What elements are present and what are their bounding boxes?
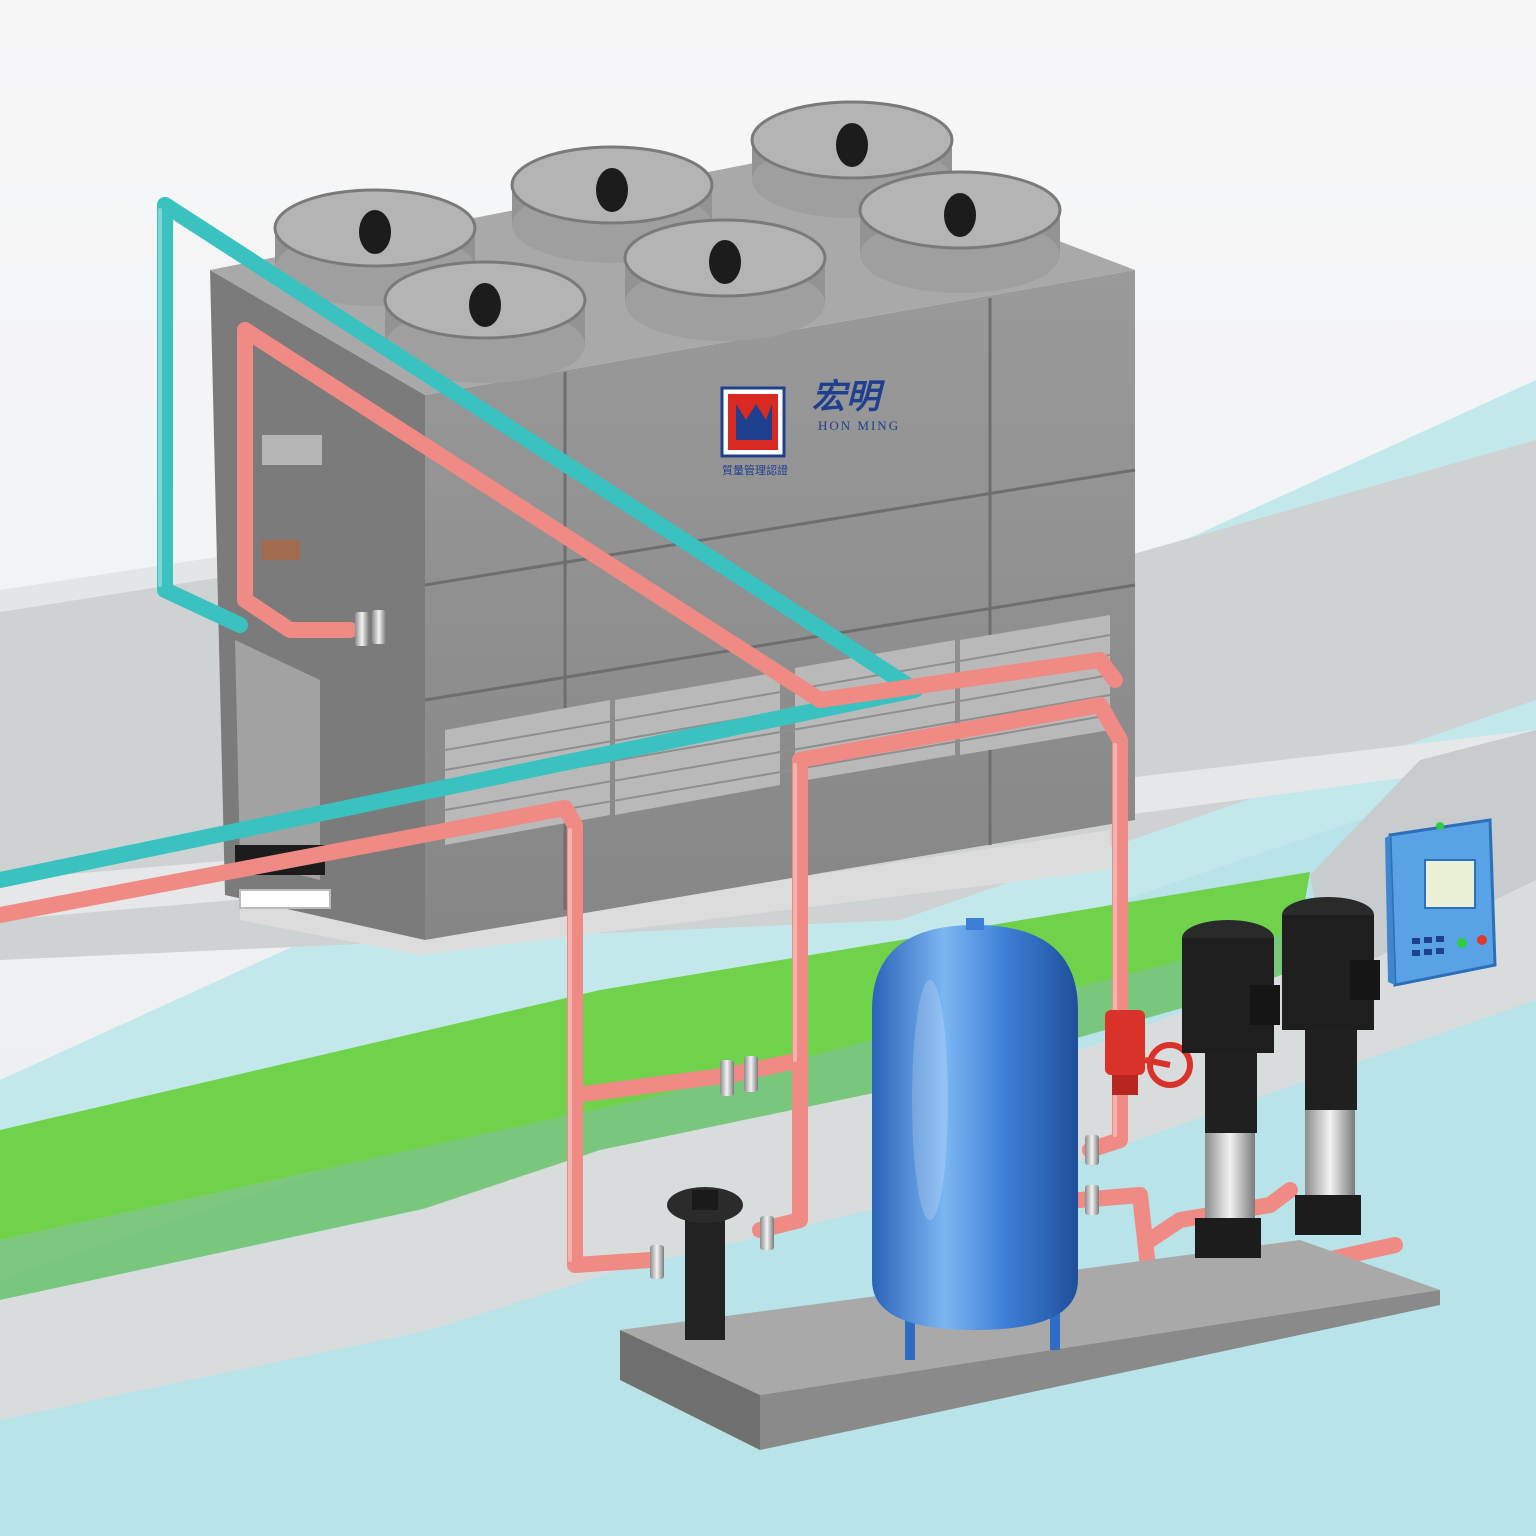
filter-strainer <box>667 1187 743 1340</box>
control-keypad <box>1412 936 1444 956</box>
gate-valve <box>1105 1010 1193 1095</box>
brand-tagline: 質量管理認證 <box>722 463 788 477</box>
fan <box>750 100 954 218</box>
pump <box>1182 920 1280 1258</box>
pump <box>1282 897 1380 1235</box>
basin-wall-top <box>0 555 235 612</box>
indicator-green <box>1457 938 1467 948</box>
control-panel-icon <box>1385 818 1497 987</box>
fan <box>383 260 587 383</box>
control-screen <box>1424 859 1476 909</box>
side-fitting <box>262 435 322 465</box>
tower-seam <box>424 583 1136 702</box>
basin-wall-front <box>0 880 1536 1420</box>
cooling-tower: 宏明 HON MING 質量管理認證 <box>210 100 1136 955</box>
hon-ming-logo: 宏明 HON MING 質量管理認證 <box>720 377 900 477</box>
fan-motor <box>469 283 501 327</box>
fan <box>510 145 714 263</box>
brand-name-en: HON MING <box>818 418 900 433</box>
brand-name-cn: 宏明 <box>812 377 886 417</box>
expansion-tank <box>872 918 1078 1360</box>
fan <box>858 170 1062 293</box>
tower-louver-side <box>235 640 320 880</box>
indicator-red <box>1477 935 1487 945</box>
skid-front <box>620 1330 760 1450</box>
fan-motor <box>359 210 391 254</box>
fan-motor <box>836 123 868 167</box>
fan <box>623 218 827 341</box>
fan <box>273 188 477 306</box>
pipe-flange <box>355 610 1099 1279</box>
tower-seam <box>424 468 1136 587</box>
drain-base <box>239 889 331 909</box>
fan-motor <box>709 240 741 284</box>
fan-motor <box>596 168 628 212</box>
fan-motor <box>944 193 976 237</box>
skid-side <box>760 1290 1440 1450</box>
side-fitting <box>262 540 300 560</box>
